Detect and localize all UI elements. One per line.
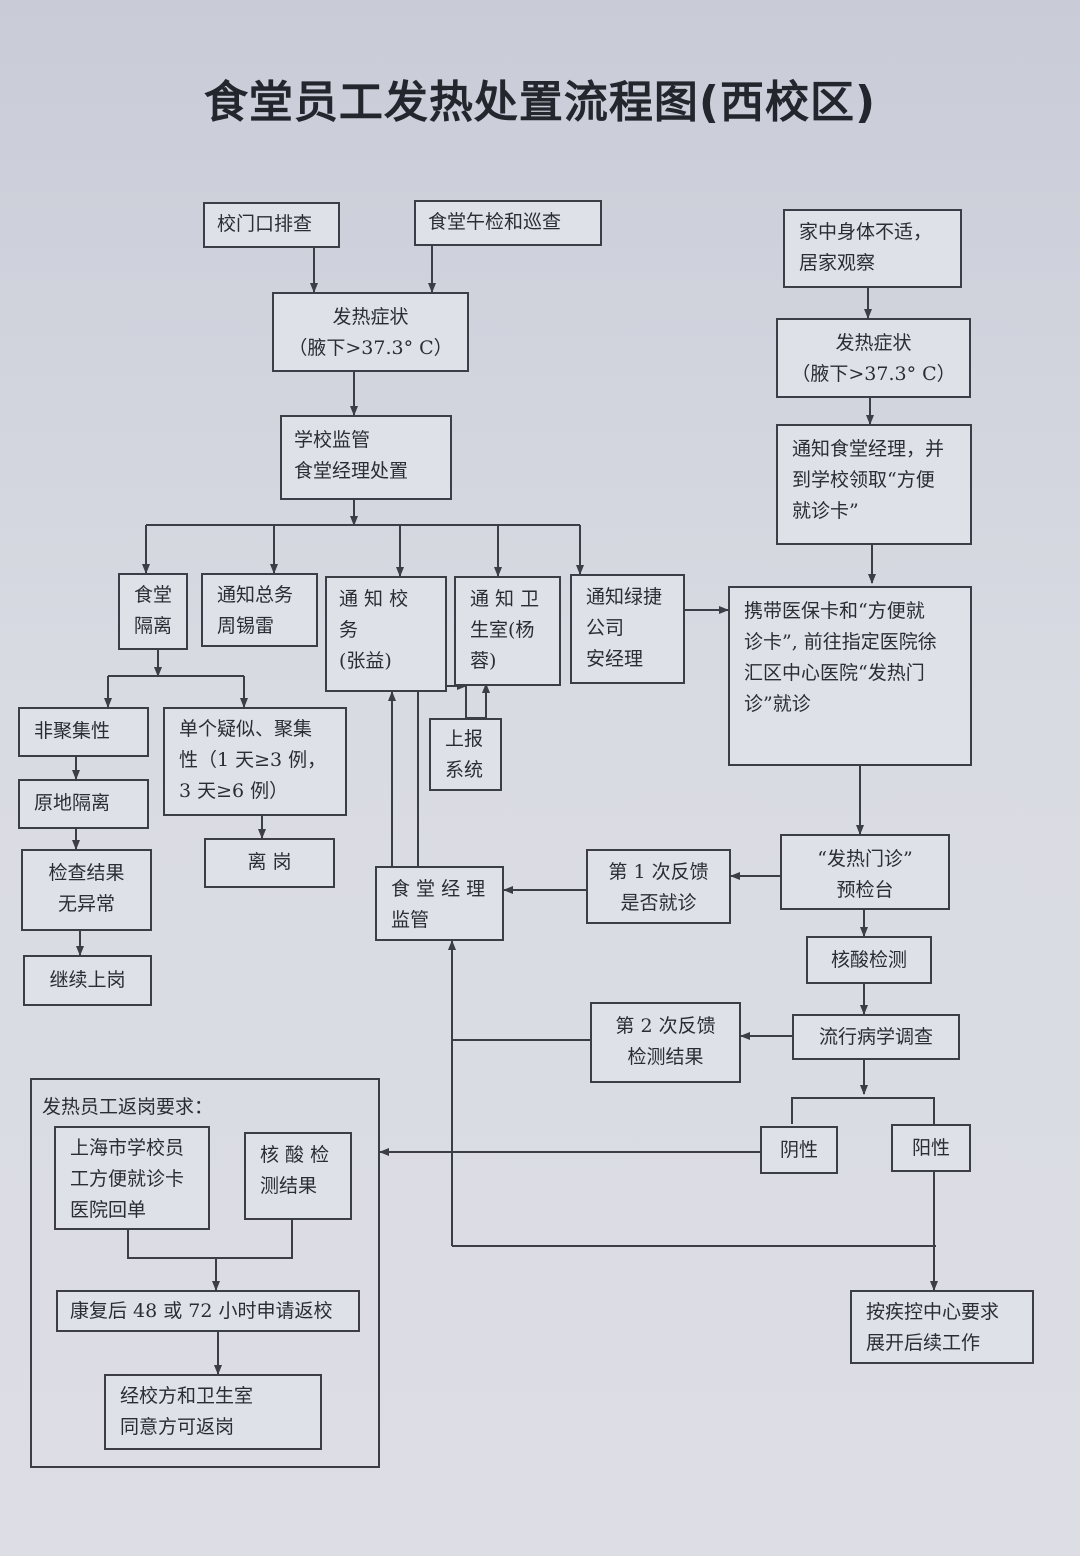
gate-check-box: 校门口排查: [203, 202, 340, 248]
fever-clinic-triage-box: “发热门诊” 预检台: [780, 834, 950, 910]
non-cluster-box: 非聚集性: [18, 707, 149, 757]
continue-work-box: 继续上岗: [23, 955, 152, 1006]
school-supervision-box: 学校监管 食堂经理处置: [280, 415, 452, 500]
page-title: 食堂员工发热处置流程图(西校区): [203, 77, 877, 128]
report-system-box: 上报 系统: [429, 718, 502, 791]
isolate-in-place-box: 原地隔离: [18, 779, 149, 829]
feedback-2-box: 第 2 次反馈 检测结果: [590, 1002, 741, 1083]
noon-check-box: 食堂午检和巡查: [414, 200, 602, 246]
fever-symptom-box-left: 发热症状 （腋下>37.3° C）: [272, 292, 469, 372]
feedback-1-box: 第 1 次反馈 是否就诊: [586, 849, 731, 924]
return-requirements-title: 发热员工返岗要求：: [42, 1096, 214, 1118]
nucleic-test-box: 核酸检测: [806, 936, 932, 984]
leave-post-box: 离 岗: [204, 838, 335, 888]
canteen-manager-supervision-box: 食 堂 经 理 监管: [375, 866, 504, 941]
notify-school-affairs-box: 通 知 校 务 (张益): [325, 576, 447, 692]
home-unwell-box: 家中身体不适， 居家观察: [783, 209, 962, 288]
return-requirements-panel: [30, 1078, 380, 1468]
result-normal-box: 检查结果 无异常: [21, 849, 152, 931]
negative-box: 阴性: [760, 1126, 838, 1174]
notify-manager-card-box: 通知食堂经理，并 到学校领取“方便 就诊卡”: [776, 424, 972, 545]
notify-clinic-box: 通 知 卫 生室(杨 蓉): [454, 576, 561, 686]
nucleic-result-box: 核 酸 检 测结果: [244, 1132, 352, 1220]
apply-return-box: 康复后 48 或 72 小时申请返校: [56, 1290, 360, 1332]
cluster-box: 单个疑似、聚集 性（1 天≥3 例， 3 天≥6 例）: [163, 707, 347, 816]
cdc-followup-box: 按疾控中心要求 展开后续工作: [850, 1290, 1034, 1364]
go-to-hospital-box: 携带医保卡和“方便就 诊卡”, 前往指定医院徐 汇区中心医院“发热门 诊”就诊: [728, 586, 972, 766]
approve-return-box: 经校方和卫生室 同意方可返岗: [104, 1374, 322, 1450]
positive-box: 阳性: [891, 1124, 971, 1172]
hospital-receipt-box: 上海市学校员 工方便就诊卡 医院回单: [54, 1126, 210, 1230]
fever-symptom-box-right: 发热症状 （腋下>37.3° C）: [776, 318, 971, 398]
canteen-isolation-box: 食堂 隔离: [118, 573, 188, 650]
notify-lvjie-company-box: 通知绿捷 公司 安经理: [570, 574, 685, 684]
epidemiology-survey-box: 流行病学调查: [792, 1014, 960, 1060]
notify-general-affairs-box: 通知总务 周锡雷: [201, 573, 318, 647]
